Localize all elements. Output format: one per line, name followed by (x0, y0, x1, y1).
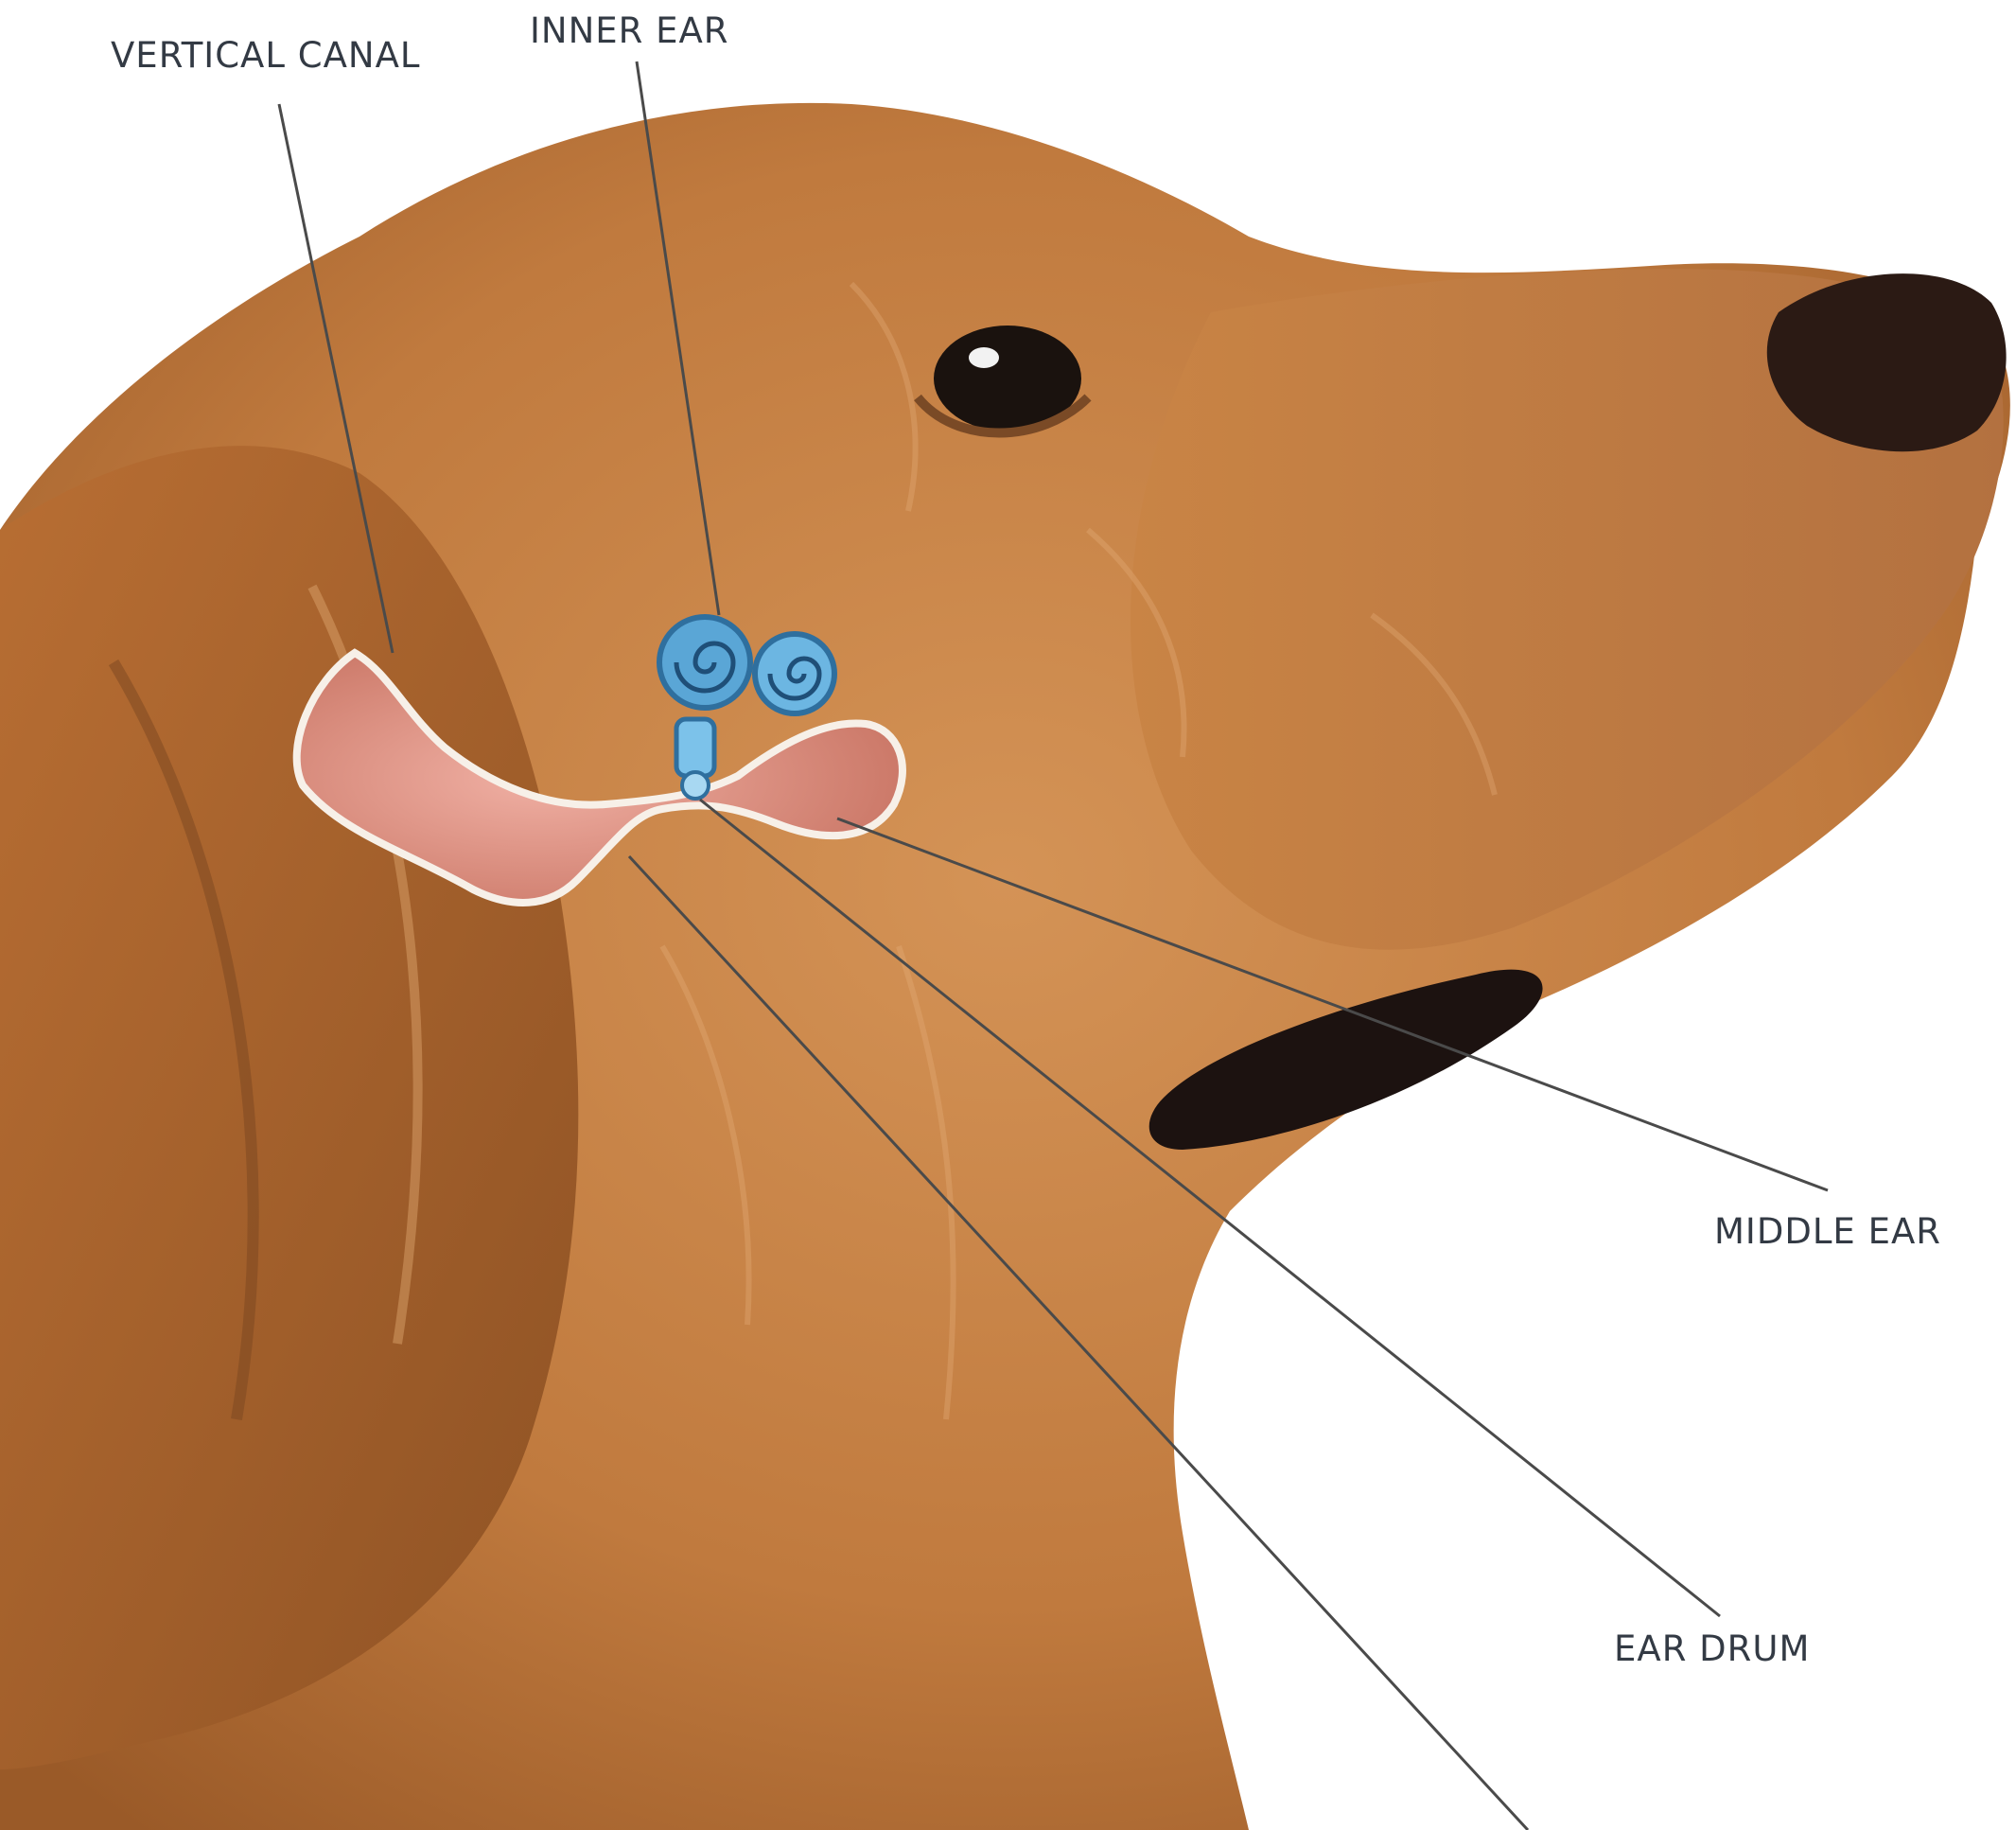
label-inner-ear: INNER EAR (530, 13, 729, 48)
label-middle-ear: MIDDLE EAR (1714, 1214, 1941, 1249)
label-vertical-canal: VERTICAL CANAL (111, 38, 421, 73)
label-ear-drum: EAR DRUM (1614, 1631, 1810, 1666)
